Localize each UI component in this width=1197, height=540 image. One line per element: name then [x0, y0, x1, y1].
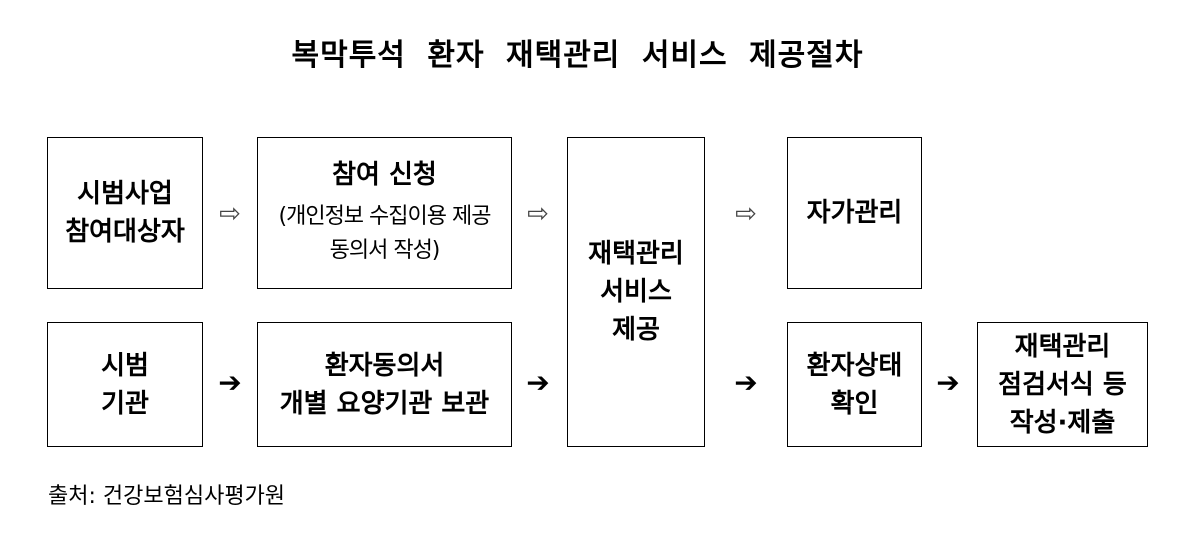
arrow-outline-1: ⇨	[219, 199, 241, 229]
box-participation-application-line-1: (개인정보 수집이용 제공	[278, 204, 492, 229]
box-consent-storage-line-1: 환자동의서	[324, 350, 445, 381]
box-pilot-participant: 시범사업 참여대상자	[47, 137, 203, 289]
box-participation-application-heading: 참여 신청	[332, 160, 437, 190]
box-patient-status-check-line-2: 확인	[830, 388, 879, 419]
box-checklist-submission-line-3: 작성·제출	[1009, 407, 1116, 438]
box-pilot-institution-line-1: 시범	[101, 350, 149, 381]
box-home-care-service-line-3: 제공	[612, 315, 660, 345]
source-note: 출처: 건강보험심사평가원	[48, 484, 286, 509]
arrow-solid-4: ➔	[936, 366, 960, 399]
box-participation-application: 참여 신청 (개인정보 수집이용 제공 동의서 작성)	[257, 137, 512, 289]
arrow-solid-1: ➔	[218, 366, 242, 399]
box-home-care-service-line-2: 서비스	[600, 277, 672, 307]
box-checklist-submission-line-2: 점검서식 등	[998, 369, 1127, 400]
box-checklist-submission-line-1: 재택관리	[1014, 331, 1111, 362]
box-participation-application-line-2: 동의서 작성)	[329, 238, 441, 263]
arrow-outline-3: ⇨	[735, 199, 757, 229]
box-consent-storage: 환자동의서 개별 요양기관 보관	[257, 322, 512, 447]
arrow-solid-3: ➔	[734, 366, 758, 399]
diagram-title: 복막투석 환자 재택관리 서비스 제공절차	[291, 38, 864, 73]
box-checklist-submission: 재택관리 점검서식 등 작성·제출	[977, 322, 1148, 447]
box-self-care-line-1: 자가관리	[806, 198, 903, 228]
box-pilot-participant-line-2: 참여대상자	[65, 217, 185, 247]
arrow-solid-2: ➔	[526, 366, 550, 399]
box-pilot-institution: 시범 기관	[47, 322, 203, 447]
box-self-care: 자가관리	[787, 137, 922, 289]
box-patient-status-check-line-1: 환자상태	[806, 350, 903, 381]
box-home-care-service: 재택관리 서비스 제공	[567, 137, 705, 447]
box-patient-status-check: 환자상태 확인	[787, 322, 922, 447]
box-home-care-service-line-1: 재택관리	[588, 239, 684, 269]
box-consent-storage-line-2: 개별 요양기관 보관	[279, 388, 490, 419]
box-pilot-institution-line-2: 기관	[101, 388, 149, 419]
arrow-outline-2: ⇨	[527, 199, 549, 229]
box-pilot-participant-line-1: 시범사업	[77, 179, 173, 209]
